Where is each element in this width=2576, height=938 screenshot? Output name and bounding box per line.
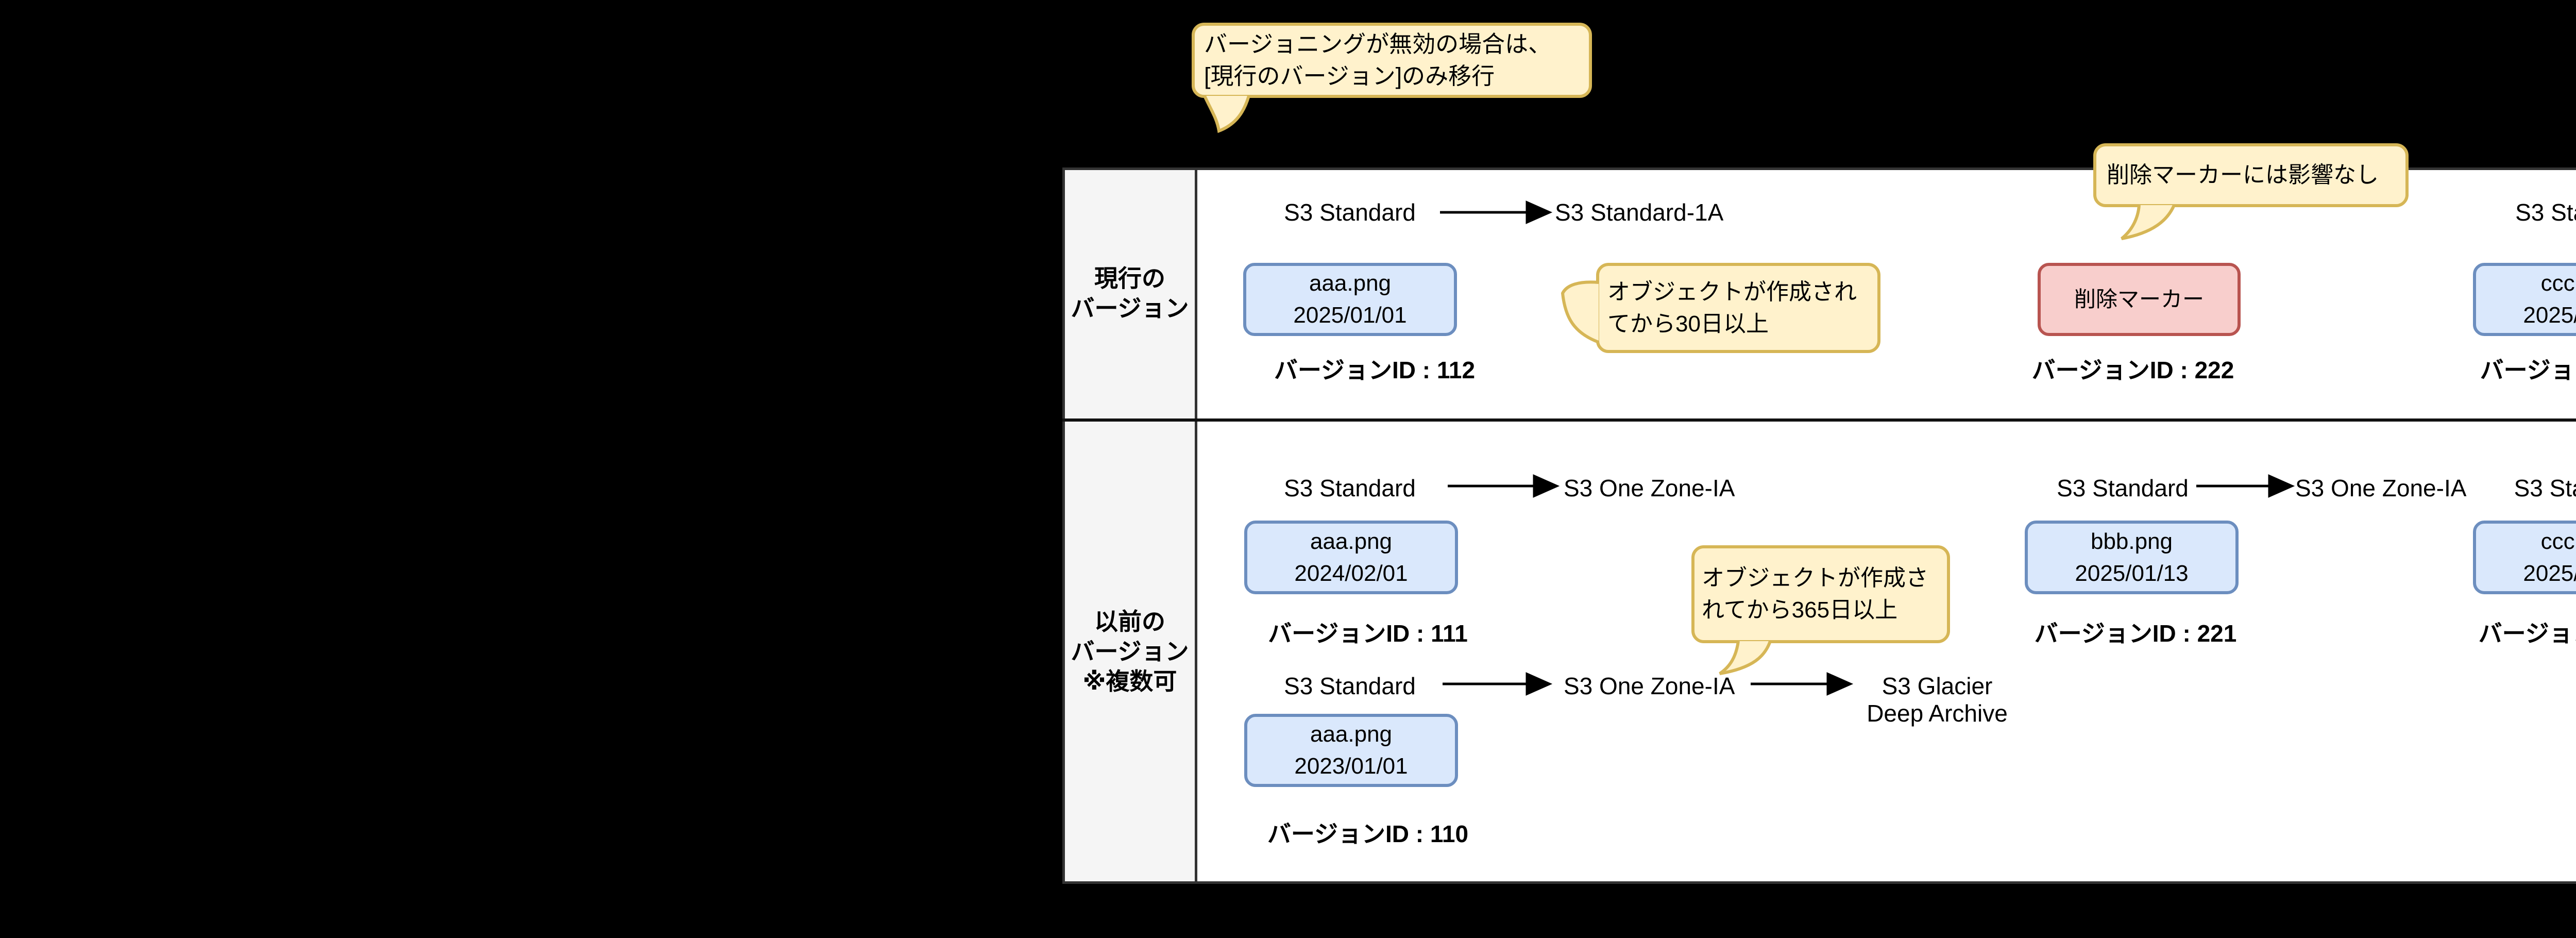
row-header-previous-line3: ※複数可 [1082,668,1177,695]
storage-label-standard-ia-r1: S3 Standard-1A [1555,199,1724,226]
row-header-previous-versions: 以前の バージョン ※複数可 [1064,422,1195,881]
glacier-line1: S3 Glacier [1882,673,1993,699]
object-date: 2025/01/13 [2075,560,2189,586]
object-box-bbb-2025: bbb.png 2025/01/13 [2025,521,2239,594]
note-versioning-disabled-line2: [現行のバージョン]のみ移行 [1204,63,1495,89]
delete-marker-label: 削除マーカー [2074,287,2204,311]
object-box-aaa-2024: aaa.png 2024/02/01 [1244,521,1458,594]
versions-table-header-column [1062,167,1197,884]
object-date: 2025/01/01 [1293,303,1407,328]
note-30-days-line1: オブジェクトが作成され [1607,279,1857,305]
object-date: 2025/01/13 [2523,560,2576,586]
object-name: bbb.png [2090,528,2173,554]
version-id-111: バージョンID : 111 [1268,620,1468,647]
table-row-divider [1062,418,2576,422]
storage-label-standard-aaa2024: S3 Standard [1284,475,1416,501]
note-365-days: オブジェクトが作成さ れてから365日以上 [1691,545,1950,643]
note-versioning-disabled-line1: バージョニングが無効の場合は、 [1204,31,1552,57]
object-box-ccc-2025-01-15: ccc.png 2025/01/15 [2473,263,2576,336]
row-header-current-version: 現行の バージョン [1064,170,1195,416]
object-name: ccc.png [2540,528,2576,554]
row-header-current-line2: バージョン [1071,295,1189,322]
version-id-444: バージョンID : 444 [2480,357,2576,383]
storage-label-onezone-aaa2023: S3 One Zone-IA [1564,673,1735,699]
storage-label-standard-aaa2023: S3 Standard [1284,673,1416,699]
note-30-days: オブジェクトが作成され てから30日以上 [1596,263,1880,353]
row-header-previous-line2: バージョン [1071,638,1189,665]
object-date: 2025/01/15 [2523,303,2576,328]
row-header-previous-line1: 以前の [1094,608,1165,635]
note-30-days-line2: てから30日以上 [1607,311,1769,337]
storage-label-standard-ccc-r1: S3 Standard [2515,199,2576,226]
object-box-aaa-2025: aaa.png 2025/01/01 [1243,263,1457,336]
version-id-221: バージョンID : 221 [2034,620,2237,647]
storage-label-onezone-bbb: S3 One Zone-IA [2295,475,2467,501]
delete-marker-box: 削除マーカー [2038,263,2241,336]
glacier-line2: Deep Archive [1867,700,2008,727]
note-365-days-line2: れてから365日以上 [1702,597,1898,623]
object-name: aaa.png [1309,271,1392,296]
storage-label-glacier-deep-archive: S3 Glacier Deep Archive [1834,673,2040,727]
version-id-110: バージョンID : 110 [1267,820,1469,847]
row-header-current-line1: 現行の [1094,265,1165,292]
version-id-112: バージョンID : 112 [1274,357,1476,383]
version-id-222: バージョンID : 222 [2031,357,2234,383]
object-date: 2023/01/01 [1294,753,1408,779]
storage-label-onezone-aaa2024: S3 One Zone-IA [1564,475,1735,501]
object-name: aaa.png [1310,722,1393,747]
note-delete-marker-unaffected: 削除マーカーには影響なし [2093,143,2409,207]
object-box-aaa-2023: aaa.png 2023/01/01 [1244,714,1458,787]
tail-note-versioning-disabled [1203,95,1250,133]
object-date: 2024/02/01 [1294,560,1408,586]
storage-label-standard-ccc-r2: S3 Standard [2514,475,2576,501]
storage-label-standard-bbb: S3 Standard [2057,475,2189,501]
object-name: aaa.png [1310,528,1393,554]
version-id-332: バージョンID : 332 [2478,620,2576,647]
note-delete-marker-text: 削除マーカーには影響なし [2107,162,2379,188]
object-name: ccc.png [2540,271,2576,296]
object-box-ccc-2025-01-13: ccc.png 2025/01/13 [2473,521,2576,594]
note-versioning-disabled: バージョニングが無効の場合は、 [現行のバージョン]のみ移行 [1192,23,1592,98]
note-365-days-line1: オブジェクトが作成さ [1702,565,1928,591]
storage-label-standard-r1: S3 Standard [1284,199,1416,226]
